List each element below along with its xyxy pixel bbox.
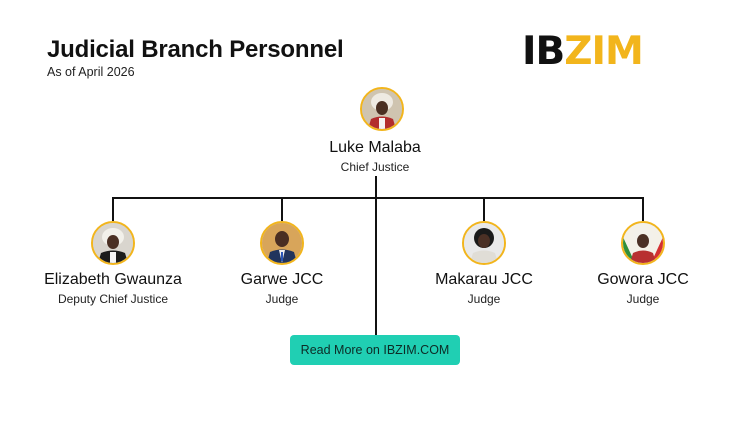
- brand-logo: IBZIM: [522, 29, 644, 74]
- node-name-member-1: Elizabeth Gwaunza: [44, 271, 182, 288]
- node-name-member-2: Garwe JCC: [240, 271, 324, 288]
- page-title: Judicial Branch Personnel: [47, 36, 344, 63]
- portrait-icon: [262, 223, 302, 263]
- portrait-icon: [362, 89, 402, 129]
- node-role-member-2: Judge: [265, 292, 299, 306]
- avatar-garwe-jcc: [260, 221, 304, 265]
- portrait-icon: [93, 223, 133, 263]
- node-name-member-3: Makarau JCC: [435, 271, 533, 288]
- read-more-button[interactable]: Read More on IBZIM.COM: [290, 335, 460, 365]
- logo-text-part2: ZIM: [564, 29, 644, 74]
- node-role-member-1: Deputy Chief Justice: [57, 292, 169, 306]
- avatar-makarau-jcc: [462, 221, 506, 265]
- node-role-member-3: Judge: [467, 292, 501, 306]
- avatar-elizabeth-gwaunza: [91, 221, 135, 265]
- avatar-luke-malaba: [360, 87, 404, 131]
- node-role-member-4: Judge: [626, 292, 660, 306]
- node-name-root: Luke Malaba: [329, 139, 421, 156]
- logo-text-part1: IB: [522, 29, 565, 74]
- portrait-icon: [464, 223, 504, 263]
- avatar-gowora-jcc: [621, 221, 665, 265]
- portrait-icon: [623, 223, 663, 263]
- node-name-member-4: Gowora JCC: [597, 271, 689, 288]
- page-subtitle: As of April 2026: [47, 65, 135, 79]
- node-role-root: Chief Justice: [340, 160, 410, 174]
